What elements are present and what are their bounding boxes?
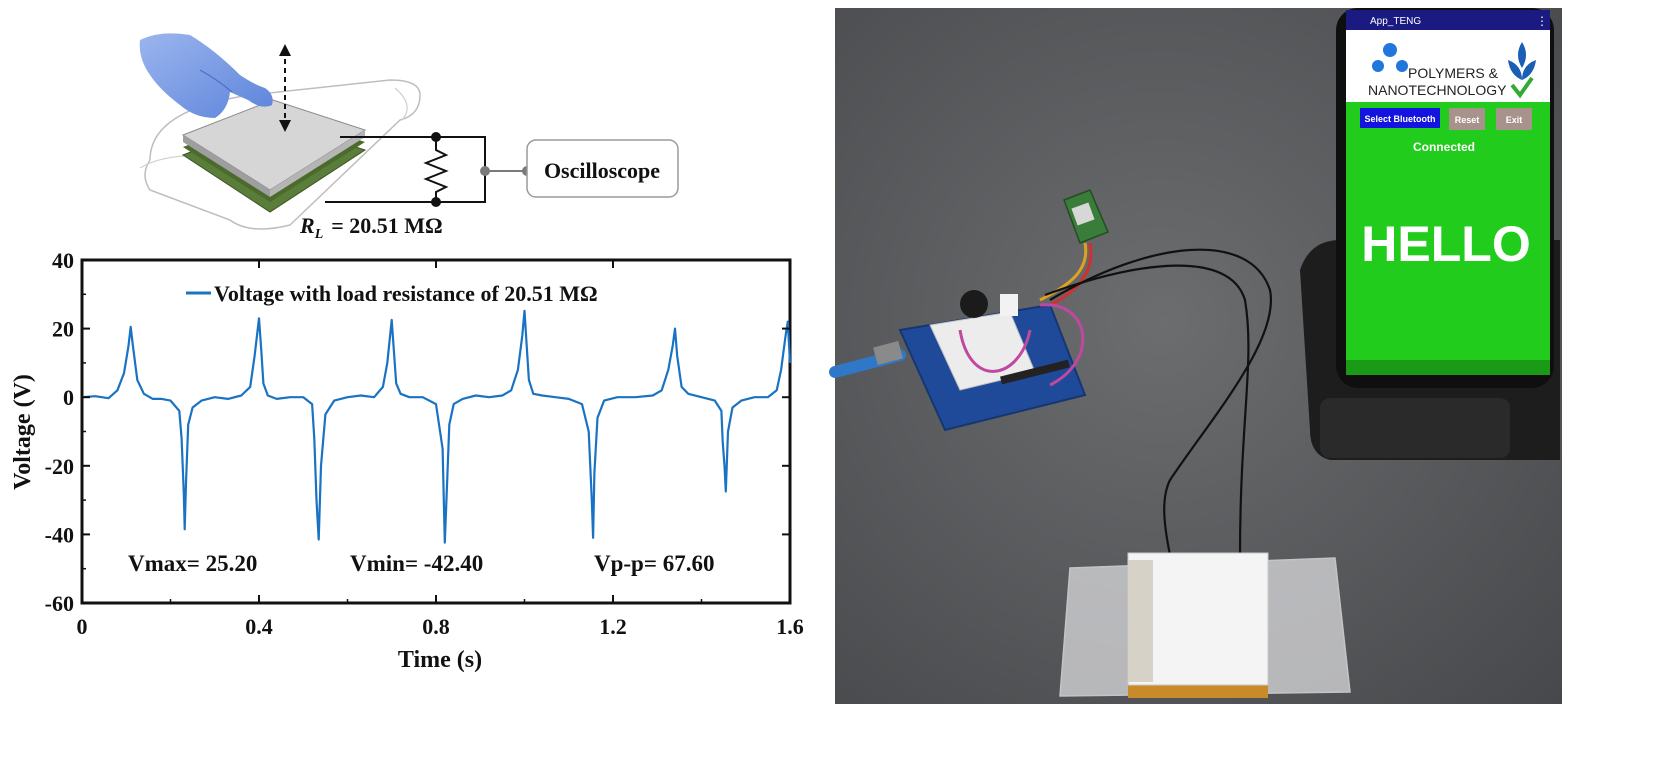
y-tick-label: -40	[45, 522, 74, 547]
fleur-de-lis-icon	[1508, 42, 1536, 80]
display-message: HELLO	[1361, 216, 1530, 272]
logo-text-line1: POLYMERS &	[1408, 65, 1499, 81]
series-line-0	[81, 309, 792, 544]
glove-finger-crease	[199, 69, 233, 93]
resistance-label: RL= 20.51 MΩ	[299, 213, 443, 242]
teng-schematic: Oscilloscope RL= 20.51 MΩ	[139, 33, 679, 242]
chart-layer: 0 0.4 0.8 1.2 1.6 -60 -40 -20 0 20 40	[45, 248, 804, 639]
legend: Voltage with load resistance of 20.51 MΩ	[186, 281, 598, 306]
bluetooth-chip	[1071, 202, 1095, 226]
x-tick-label: 0.4	[245, 614, 273, 639]
jumper-wire	[1039, 303, 1085, 387]
stand-base	[1320, 398, 1510, 458]
probe-dot	[480, 166, 490, 176]
y-tick-label: 20	[52, 317, 74, 342]
exit-label: Exit	[1506, 115, 1523, 125]
connection-status: Connected	[1413, 140, 1475, 154]
white-component	[1000, 294, 1018, 316]
logo-text-line2: NANOTECHNOLOGY	[1368, 82, 1507, 98]
overflow-menu-icon[interactable]: ⋮	[1536, 14, 1548, 28]
glove-hand	[139, 33, 273, 119]
exit-button[interactable]	[1496, 108, 1532, 130]
select-bluetooth-label: Select Bluetooth	[1364, 114, 1435, 124]
reset-label: Reset	[1455, 115, 1480, 125]
teng-pad-electrode	[1128, 560, 1153, 682]
top-electrode-side	[183, 135, 270, 197]
logo-check-icon	[1510, 76, 1534, 99]
x-tick-label: 0	[77, 614, 88, 639]
bluetooth-wires	[1039, 242, 1088, 302]
wire-top	[340, 136, 486, 171]
app-title: App_TENG	[1370, 16, 1421, 27]
wire-bottom	[325, 171, 486, 203]
y-tick-label: 40	[52, 248, 74, 273]
annotation-vpp: Vp-p= 67.60	[594, 551, 714, 576]
y-tick-label: -20	[45, 454, 74, 479]
oscilloscope-label: Oscilloscope	[544, 158, 660, 183]
annotation-vmin: Vmin= -42.40	[350, 551, 483, 576]
header-pins	[1000, 359, 1070, 385]
y-tick-label: -60	[45, 591, 74, 616]
pouch-edge	[394, 87, 408, 121]
phone-navbar	[1346, 360, 1550, 375]
sensor-wire	[1044, 264, 1250, 556]
buzzer	[960, 290, 988, 318]
x-tick-label: 0.8	[422, 614, 450, 639]
teng-pad-kapton	[1128, 682, 1268, 698]
x-tick-label: 1.6	[776, 614, 804, 639]
logo-molecule-icon	[1383, 43, 1397, 57]
app-titlebar	[1346, 10, 1550, 30]
top-electrode-side	[270, 130, 365, 197]
select-bluetooth-button[interactable]	[1360, 108, 1440, 128]
x-axis-label: Time (s)	[398, 647, 482, 673]
bluetooth-wires	[1049, 242, 1093, 307]
annotation-vmax: Vmax= 25.20	[128, 551, 257, 576]
logo-molecule-icon	[1372, 60, 1384, 72]
load-resistor	[423, 137, 449, 202]
reset-button[interactable]	[1449, 108, 1485, 130]
legend-label: Voltage with load resistance of 20.51 MΩ	[214, 281, 598, 306]
x-tick-label: 1.2	[599, 614, 627, 639]
oscilloscope-box	[526, 139, 679, 198]
logo-molecule-icon	[1396, 60, 1408, 72]
y-axis-label: Voltage (V)	[10, 374, 36, 490]
demo-photo: App_TENG ⋮ POLYMERS & NANOTECHNOLOGY Sel…	[829, 8, 1562, 704]
jumper-wire	[958, 329, 1032, 373]
usb-plug	[873, 340, 903, 366]
sensor-wire	[1049, 248, 1273, 556]
y-tick-label: 0	[63, 385, 74, 410]
